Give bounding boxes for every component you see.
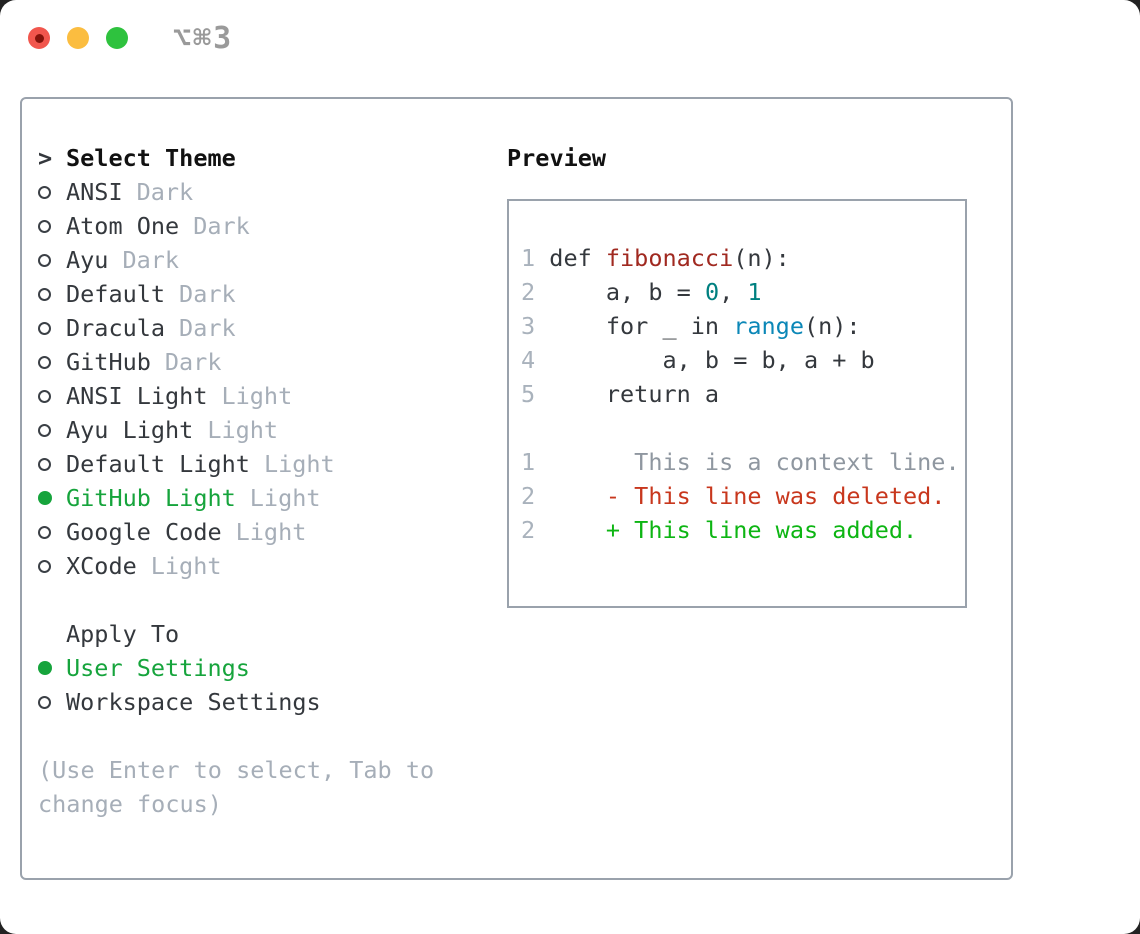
preview-line: 2 - This line was deleted. [521,482,946,510]
radio-icon [38,423,66,437]
theme-variant-tag: Dark [179,280,236,308]
theme-name: Atom One [66,212,180,240]
apply-to-option[interactable]: Workspace Settings [38,685,493,719]
select-theme-title: Select Theme [66,144,236,172]
radio-icon [38,355,66,369]
theme-variant-tag: Dark [164,348,222,376]
preview-title: Preview [507,144,607,172]
preview-line: 3 for _ in range(n): [521,312,861,340]
theme-option[interactable]: Default Light Light [38,447,493,481]
theme-option[interactable]: GitHub Dark [38,345,493,379]
radio-icon [38,389,66,403]
theme-variant-tag: Light [150,552,222,580]
theme-name: Default Light [66,450,250,478]
radio-icon [38,491,66,505]
theme-variant-tag: Light [263,450,335,478]
theme-option[interactable]: Dracula Dark [38,311,493,345]
radio-icon [38,253,66,267]
preview-line: 2 a, b = 0, 1 [521,278,762,306]
preview-box: 1 def fibonacci(n): 2 a, b = 0, 1 3 for _ … [507,199,967,608]
theme-name: Ayu Light [66,416,194,444]
theme-option[interactable]: Google Code Light [38,515,493,549]
theme-option[interactable]: XCode Light [38,549,493,583]
radio-icon [38,559,66,573]
radio-icon [38,185,66,199]
theme-name: Dracula [66,314,166,342]
theme-option[interactable]: Atom One Dark [38,209,493,243]
preview-line: 1 This is a context line. [521,448,960,476]
spacer [38,719,493,753]
apply-to-name: Workspace Settings [66,688,321,716]
apply-to-title: Apply To [66,620,180,648]
theme-option[interactable]: Ayu Light Light [38,413,493,447]
preview-line: 5 return a [521,380,720,408]
radio-icon [38,287,66,301]
close-dot-icon [34,33,44,43]
apply-to-option[interactable]: User Settings [38,651,493,685]
theme-variant-tag: Light [249,484,321,512]
theme-variant-tag: Light [235,518,307,546]
theme-name: XCode [66,552,137,580]
theme-option[interactable]: Ayu Dark [38,243,493,277]
theme-name: GitHub [66,348,151,376]
focus-caret: > [38,144,53,172]
apply-to-name: User Settings [66,654,250,682]
close-button[interactable] [28,27,50,49]
theme-variant-tag: Light [207,416,279,444]
help-text: (Use Enter to select, Tab to change focu… [38,756,435,818]
radio-icon [38,219,66,233]
theme-option[interactable]: ANSI Light Light [38,379,493,413]
theme-name: Google Code [66,518,222,546]
theme-variant-tag: Dark [122,246,180,274]
theme-name: GitHub Light [66,484,236,512]
radio-icon [38,661,66,675]
preview-line [521,411,957,445]
preview-line: 4 a, b = b, a + b [521,346,875,374]
radio-icon [38,525,66,539]
titlebar: ⌥⌘3 [28,21,233,56]
radio-icon [38,457,66,471]
theme-name: Ayu [66,246,109,274]
window-title: ⌥⌘3 [173,20,234,56]
preview-column: Preview 1 def fibonacci(n): 2 a, b = 0, 1… [507,141,967,608]
radio-icon [38,695,66,709]
preview-line: 2 + This line was added. [521,516,918,544]
spacer [38,583,493,617]
theme-name: ANSI [66,178,123,206]
select-theme-header-row: > Select Theme [38,141,493,175]
zoom-button[interactable] [106,27,128,49]
theme-variant-tag: Dark [193,212,250,240]
radio-icon [38,321,66,335]
theme-name: ANSI Light [66,382,208,410]
theme-variant-tag: Dark [136,178,194,206]
theme-variant-tag: Light [221,382,293,410]
preview-line: 1 def fibonacci(n): [521,244,790,272]
minimize-button[interactable] [67,27,89,49]
theme-option[interactable]: GitHub Light Light [38,481,493,515]
theme-name: Default [66,280,166,308]
apply-to-list: User Settings Workspace Settings [38,651,493,719]
theme-variant-tag: Dark [179,314,236,342]
theme-option[interactable]: ANSI Dark [38,175,493,209]
apply-to-header-row: Apply To [38,617,493,651]
theme-option[interactable]: Default Dark [38,277,493,311]
